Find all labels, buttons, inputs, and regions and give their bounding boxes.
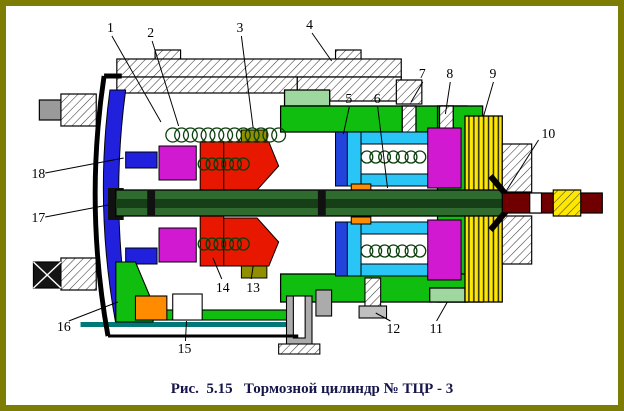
callout-17: 17 <box>31 210 45 225</box>
brake-cylinder-diagram: 1 2 3 4 5 6 7 8 9 10 11 12 13 14 15 16 1… <box>31 17 603 356</box>
callout-1: 1 <box>107 20 114 35</box>
guide-bushings <box>335 127 462 281</box>
clamp-band <box>92 73 299 338</box>
spring-lower-right <box>360 244 427 258</box>
callout-9: 9 <box>490 66 497 81</box>
mounting-bolts-left <box>32 93 97 291</box>
inner-spring-upper-left <box>197 157 250 171</box>
callout-14: 14 <box>216 280 230 295</box>
callout-leader-lines <box>45 32 539 342</box>
rear-cap <box>501 143 533 265</box>
callout-labels: 1 2 3 4 5 6 7 8 9 10 11 12 13 14 15 16 1… <box>31 17 555 356</box>
callout-7: 7 <box>419 66 426 81</box>
callout-11: 11 <box>430 321 443 336</box>
callout-13: 13 <box>246 280 260 295</box>
callout-5: 5 <box>345 91 352 106</box>
output-rod <box>501 189 603 217</box>
figure-caption: Рис. 5.15 Тормозной цилиндр № ТЦР - 3 <box>170 381 454 397</box>
callout-8: 8 <box>446 66 453 81</box>
callout-15: 15 <box>178 341 192 356</box>
spring-upper-right <box>360 150 427 164</box>
callout-3: 3 <box>236 20 243 35</box>
return-spring-top <box>165 127 287 143</box>
bottom-assembly <box>80 261 388 355</box>
callout-18: 18 <box>31 166 45 181</box>
piston-rod <box>108 188 505 220</box>
callout-4: 4 <box>306 17 313 32</box>
callout-10: 10 <box>542 126 556 141</box>
callout-6: 6 <box>374 91 381 106</box>
inner-spring-lower-left <box>197 237 250 251</box>
callout-16: 16 <box>57 319 71 334</box>
callout-12: 12 <box>387 321 401 336</box>
callout-2: 2 <box>147 25 154 40</box>
